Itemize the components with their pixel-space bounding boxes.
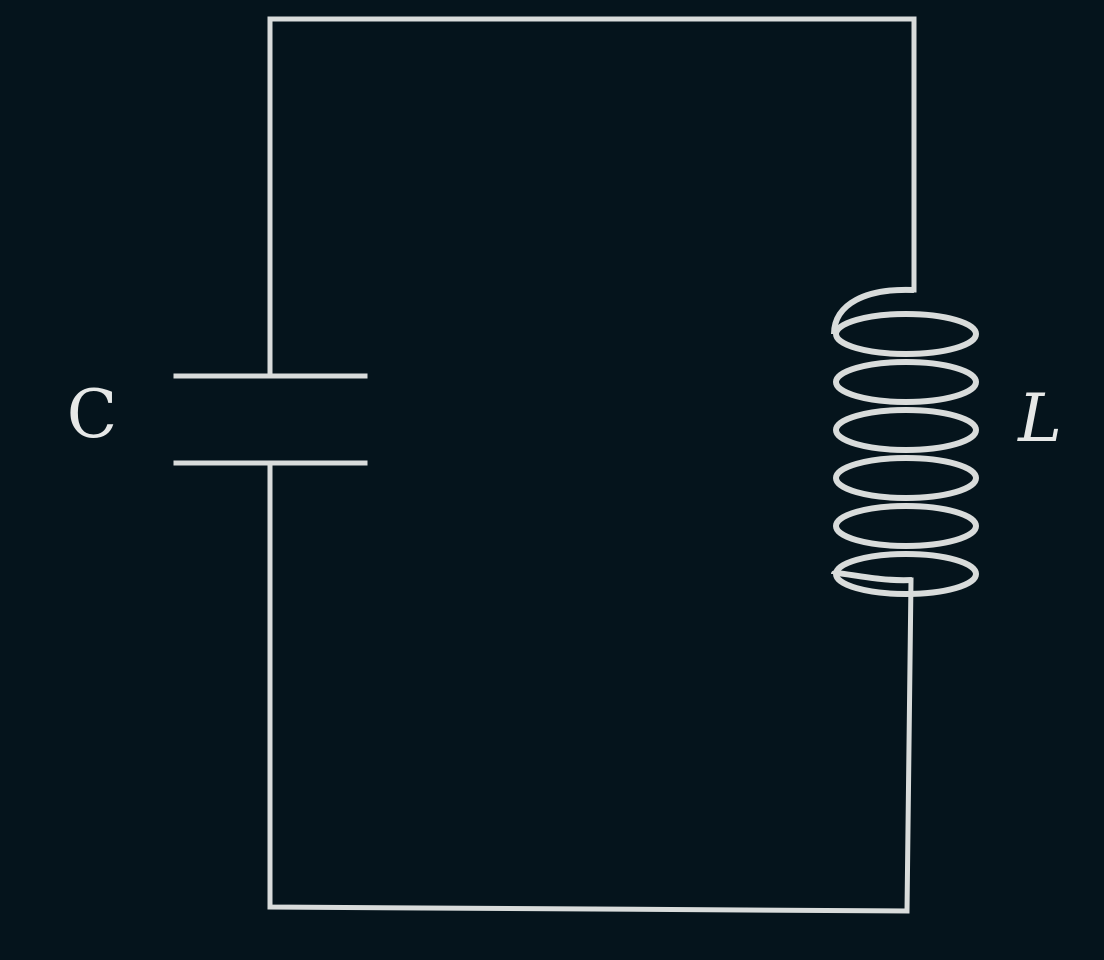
inductor-turn (833, 311, 979, 357)
wire-top (267, 16, 917, 378)
capacitor (173, 373, 368, 466)
capacitor-label: C (67, 376, 118, 453)
inductor-lead-top (831, 286, 915, 335)
inductor-turn (833, 503, 979, 549)
inductor-turn (833, 407, 979, 453)
inductor-turn (833, 455, 979, 501)
wires (267, 16, 917, 914)
inductor-lead-bottom (831, 570, 913, 584)
inductor-turn (833, 359, 979, 405)
inductor-label: L (1017, 380, 1062, 457)
inductor-coil (831, 286, 979, 597)
wire-bottom (267, 460, 914, 914)
